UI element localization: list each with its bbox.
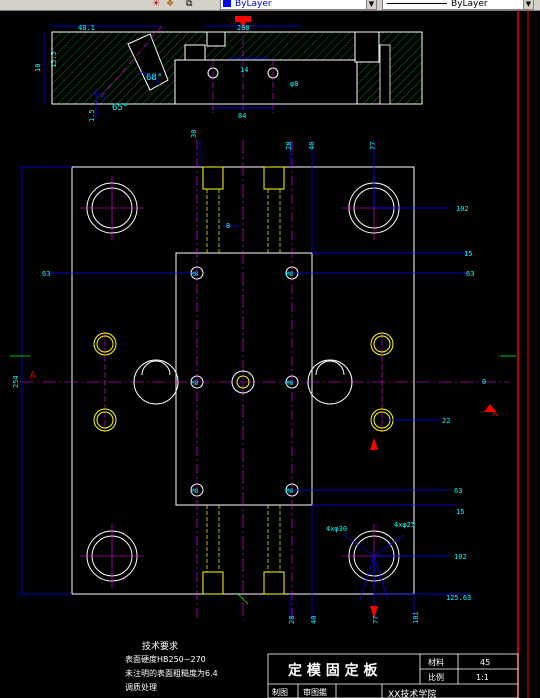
dim-48-1: 48.1 — [78, 24, 95, 32]
dim-63-right: 63 — [466, 270, 474, 278]
dim-254: 254 — [12, 375, 20, 388]
color-swatch-icon — [223, 0, 231, 7]
material-value: 45 — [480, 658, 490, 667]
material-label: 材料 — [428, 657, 444, 667]
layer-state-icon[interactable]: ☀ — [152, 0, 161, 9]
dim-84: 84 — [238, 112, 246, 120]
linetype-value: ByLayer — [451, 0, 488, 9]
layer-value: ByLayer — [235, 0, 272, 9]
dim-125-63: 125.63 — [446, 594, 471, 602]
notes-title: 技术要求 — [142, 640, 178, 652]
m8-label: M8 — [286, 380, 294, 387]
dim-bot-40: 40 — [310, 616, 318, 624]
drawn-label: 制图 — [272, 687, 288, 697]
dim-63-mid: 63 — [454, 487, 462, 495]
scale-label: 比例 — [428, 672, 444, 682]
notes-line-3: 调质处理 — [125, 682, 157, 692]
title-block — [267, 653, 519, 698]
dim-bot-77: 77 — [372, 616, 380, 624]
m8-label: M8 — [191, 380, 199, 387]
dim-bot-101: 101 — [412, 611, 420, 624]
drawing-canvas[interactable]: 48.1 200 10 15.5 14 68° 65° φ8 84 1.5 — [0, 10, 540, 698]
m8-label: M8 — [286, 488, 294, 495]
dim-4x30: 4xφ30 — [326, 525, 347, 533]
m8-label: M8 — [191, 488, 199, 495]
section-mark-left: A — [30, 371, 36, 381]
layer-lock-icon[interactable]: ⧉ — [186, 0, 193, 9]
linetype-preview — [387, 3, 447, 4]
m8-label: M8 — [191, 271, 199, 278]
chevron-down-icon[interactable]: ▼ — [523, 0, 533, 9]
dim-65deg: 65° — [112, 103, 128, 113]
properties-toolbar: ☀ ❖ ⧉ ByLayer ▼ ByLayer ▼ — [0, 0, 540, 11]
layer-combo[interactable]: ByLayer ▼ — [220, 0, 377, 10]
layer-freeze-icon[interactable]: ❖ — [166, 0, 175, 9]
section-view — [43, 16, 423, 118]
chevron-down-icon[interactable]: ▼ — [366, 0, 376, 9]
part-name: 定 模 固 定 板 — [288, 662, 378, 679]
school-name: XX技术学院 — [388, 688, 436, 698]
dim-63-left: 63 — [42, 270, 50, 278]
dim-col-77: 77 — [369, 142, 377, 150]
dim-10: 10 — [34, 64, 42, 72]
dim-22: 22 — [442, 417, 450, 425]
dim-14: 14 — [240, 66, 248, 74]
dim-102: 102 — [456, 205, 469, 213]
dim-bot-28: 28 — [288, 616, 296, 624]
m8-label: M8 — [286, 271, 294, 278]
notes-line-2: 未注明的表面粗糙度为6.4 — [125, 668, 218, 678]
dim-4x25: 4xφ25 — [394, 521, 415, 529]
dim-68deg: 68° — [146, 73, 162, 83]
dim-phi8: φ8 — [290, 80, 298, 88]
checked-label: 审图鑑 — [303, 687, 327, 697]
dim-200: 200 — [237, 24, 250, 32]
dim-col-28: 28 — [285, 142, 293, 150]
plan-view — [10, 140, 516, 620]
dim-15a: 15 — [464, 250, 472, 258]
dim-0: 0 — [482, 378, 486, 386]
dim-15b: 15 — [456, 508, 464, 516]
sheet-border — [517, 10, 529, 698]
dim-col-30: 30 — [190, 130, 198, 138]
dim-8: 8 — [226, 222, 230, 230]
dim-col-40: 40 — [308, 142, 316, 150]
dim-102b: 102 — [454, 553, 467, 561]
section-mark-right: A — [492, 409, 498, 419]
scale-value: 1:1 — [476, 673, 489, 682]
linetype-combo[interactable]: ByLayer ▼ — [382, 0, 534, 10]
notes-line-1: 表面硬度HB250~270 — [125, 654, 206, 664]
dim-1-5: 1.5 — [88, 109, 96, 122]
dim-15-5: 15.5 — [50, 51, 58, 68]
